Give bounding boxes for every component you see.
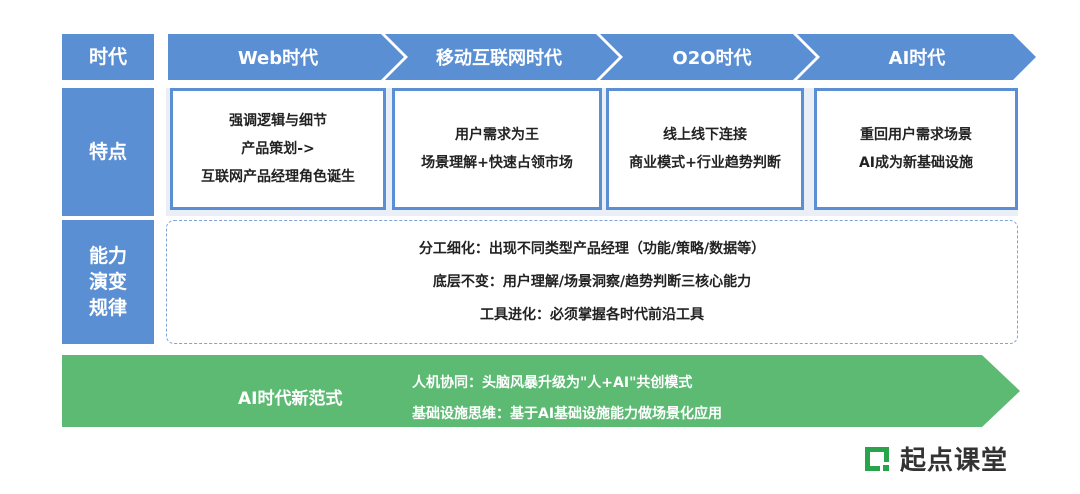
row-header-features: 特点 <box>62 88 154 216</box>
feature-line: 互联网产品经理角色诞生 <box>201 169 355 185</box>
era-segment-web <box>168 34 404 80</box>
brand-logo-text: 起点课堂 <box>900 446 1009 476</box>
row-header-rules-stack: 能力 演变 规律 <box>89 243 127 321</box>
ai-paradigm-line: 人机协同：头脑风暴升级为"人+AI"共创模式 <box>412 375 693 391</box>
row-header-rules: 能力 演变 规律 <box>62 220 154 344</box>
feature-line: 强调逻辑与细节 <box>229 113 327 129</box>
feature-line: 用户需求为王 <box>455 127 539 143</box>
rule-line: 底层不变：用户理解/场景洞察/趋势判断三核心能力 <box>432 273 752 290</box>
era-segment-mobile <box>385 34 619 80</box>
brand-logo: 起点课堂 <box>862 440 1008 477</box>
feature-box-mobile: 用户需求为王 场景理解+快速占领市场 <box>392 88 602 210</box>
rules-box: 分工细化：出现不同类型产品经理（功能/策略/数据等） 底层不变：用户理解/场景洞… <box>166 220 1018 344</box>
feature-line: 场景理解+快速占领市场 <box>421 155 573 171</box>
rule-line: 工具进化：必须掌握各时代前沿工具 <box>480 306 704 323</box>
era-segment-o2o <box>600 34 816 80</box>
ai-paradigm-lines: 人机协同：头脑风暴升级为"人+AI"共创模式 基础设施思维：基于AI基础设施能力… <box>412 368 722 430</box>
rule-line: 分工细化：出现不同类型产品经理（功能/策略/数据等） <box>418 240 766 257</box>
era-segment-ai <box>797 34 1036 80</box>
ai-paradigm-title: AI时代新范式 <box>238 389 343 409</box>
row-header-era: 时代 <box>62 34 154 80</box>
feature-line: 商业模式+行业趋势判断 <box>629 155 781 171</box>
era-label-ai: AI时代 <box>888 48 946 69</box>
feature-line: AI成为新基础设施 <box>858 155 974 171</box>
ai-paradigm-arrow-shape <box>62 355 1020 427</box>
brand-logo-icon <box>865 446 889 471</box>
feature-line: 线上线下连接 <box>663 127 747 143</box>
row-header-rules-line: 规律 <box>88 297 127 319</box>
era-label-web: Web时代 <box>237 48 319 69</box>
era-label-o2o: O2O时代 <box>672 48 752 69</box>
row-header-rules-line: 能力 <box>88 245 127 267</box>
row-header-features-label: 特点 <box>88 141 127 163</box>
feature-line: 重回用户需求场景 <box>860 127 972 143</box>
row-header-rules-line: 演变 <box>88 271 127 293</box>
ai-paradigm-arrow <box>62 355 1020 427</box>
feature-box-web: 强调逻辑与细节 产品策划-> 互联网产品经理角色诞生 <box>170 88 386 210</box>
era-timeline-arrow <box>168 34 1036 80</box>
feature-box-ai: 重回用户需求场景 AI成为新基础设施 <box>814 88 1018 210</box>
row-header-era-label: 时代 <box>88 46 127 68</box>
feature-box-o2o: 线上线下连接 商业模式+行业趋势判断 <box>606 88 804 210</box>
era-label-mobile: 移动互联网时代 <box>436 48 562 69</box>
feature-line: 产品策划-> <box>241 141 315 157</box>
ai-paradigm-line: 基础设施思维：基于AI基础设施能力做场景化应用 <box>412 406 723 422</box>
